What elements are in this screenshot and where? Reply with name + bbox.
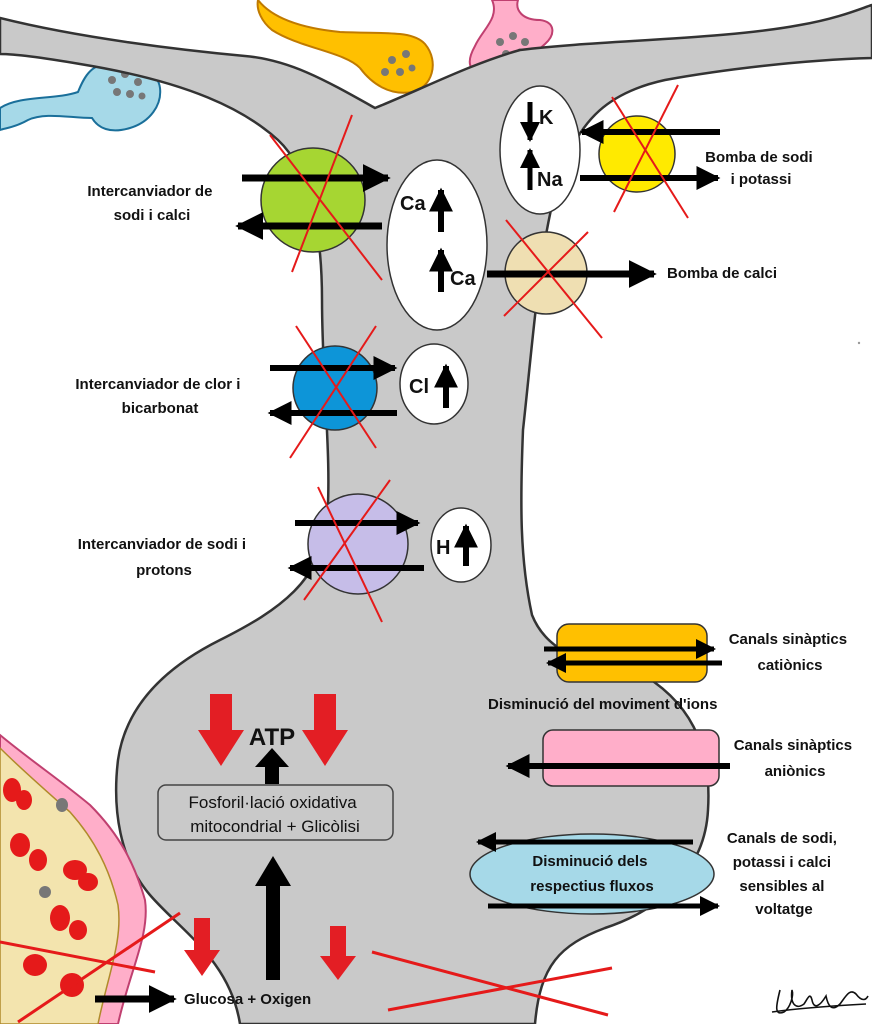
atp-decrease-arrow-left xyxy=(198,694,244,766)
chloride-ion: Cl xyxy=(409,376,429,398)
anionic-channels-label: Canals sinàptics aniònics xyxy=(734,737,857,780)
calcium-ion-upper: Ca xyxy=(400,193,426,215)
capillary-nuclei xyxy=(39,798,68,898)
substrate-supply-arrow xyxy=(255,856,291,980)
cationic-synaptic-channel xyxy=(556,623,708,683)
sodium-potassium-pump-cross xyxy=(611,84,689,219)
voltage-channels-label: Canals de sodi, potassi i calci sensible… xyxy=(727,830,841,918)
ion-movement-decrease-label: Disminució del moviment d'ions xyxy=(488,696,717,713)
oxygen-decrease-arrow xyxy=(320,926,356,980)
atp-production-arrow xyxy=(255,748,289,784)
potassium-sodium-compartment xyxy=(499,85,581,215)
calcium-pump-cross xyxy=(503,219,603,339)
capillary-cross xyxy=(0,911,181,1024)
glucose-decrease-arrow xyxy=(184,918,220,976)
sodium-calcium-exchanger-cross xyxy=(269,114,383,281)
sodium-ion: Na xyxy=(537,169,563,191)
potassium-ion: K xyxy=(539,107,554,129)
sodium-proton-exchanger xyxy=(307,493,409,595)
presynaptic-terminal-blue xyxy=(0,62,162,132)
sodium-proton-exchanger-label: Intercanviador de sodi i protons xyxy=(78,536,251,579)
glucose-oxygen-label: Glucosa + Oxigen xyxy=(184,991,311,1008)
vesicles-orange xyxy=(381,50,416,76)
sodium-proton-exchanger-cross xyxy=(303,479,391,623)
signature-mark xyxy=(771,989,869,1014)
sodium-potassium-pump-label: Bomba de sodi i potassi xyxy=(705,149,817,188)
capillary xyxy=(0,746,120,1024)
bottom-neuron-cross xyxy=(371,950,613,1017)
atp-decrease-arrow-right xyxy=(302,694,348,766)
anionic-synaptic-channel xyxy=(542,729,720,787)
calcium-ion-lower: Ca xyxy=(450,268,476,290)
stray-dot xyxy=(857,341,861,345)
metabolism-box xyxy=(157,784,394,841)
chloride-bicarbonate-exchanger-label: Intercanviador de clor i bicarbonat xyxy=(75,376,244,417)
chloride-bicarbonate-exchanger-cross xyxy=(289,325,377,459)
voltage-sensitive-channels xyxy=(469,833,715,915)
atp-label: ATP xyxy=(249,724,295,751)
proton-ion: H xyxy=(436,537,450,559)
cationic-channels-label: Canals sinàptics catiònics xyxy=(729,631,852,674)
flux-decrease-label: Disminució dels respectius fluxos xyxy=(530,853,653,895)
metabolism-label: Fosforil·lació oxidativa mitocondrial + … xyxy=(189,793,362,836)
calcium-pump-label: Bomba de calci xyxy=(667,265,777,282)
calcium-ion-compartment xyxy=(386,159,488,331)
sodium-calcium-exchanger-label: Intercanviador de sodi i calci xyxy=(87,183,216,224)
